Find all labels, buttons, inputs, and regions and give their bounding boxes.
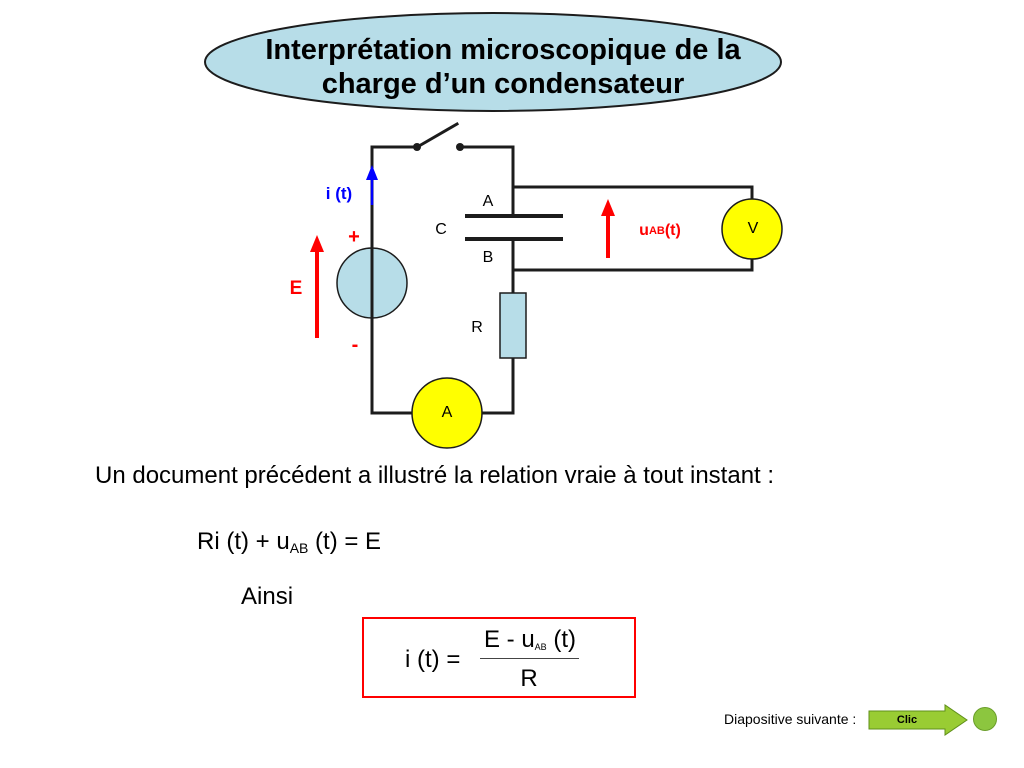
voltage-arrow-head bbox=[601, 199, 615, 216]
capacitor-label: C bbox=[435, 221, 447, 238]
switch-lever bbox=[416, 121, 460, 149]
title-line-2: charge d’un condensateur bbox=[321, 68, 685, 100]
voltage-label-suffix: (t) bbox=[664, 222, 681, 239]
result-box bbox=[362, 617, 636, 698]
voltmeter-wire-bottom bbox=[511, 257, 754, 272]
numerator-after: (t) bbox=[546, 626, 577, 653]
current-arrow bbox=[366, 165, 378, 205]
fraction-denominator: R bbox=[520, 665, 538, 692]
plate-a-label: A bbox=[482, 193, 494, 210]
green-circle-icon[interactable] bbox=[973, 707, 997, 731]
emf-label: E bbox=[289, 277, 303, 299]
generator-plus-sign: + bbox=[348, 226, 360, 248]
voltmeter-label: V bbox=[747, 220, 759, 237]
equation-before: Ri (t) + u bbox=[197, 528, 290, 555]
equation: Ri (t) + uAB (t) = E bbox=[197, 528, 381, 556]
result-lhs: i (t) = bbox=[405, 646, 461, 673]
emf-arrow-head bbox=[310, 235, 324, 252]
switch-contact-right bbox=[456, 143, 464, 151]
next-slide-label: Diapositive suivante : bbox=[724, 711, 857, 727]
numerator-subscript: AB bbox=[534, 642, 547, 652]
resistor bbox=[499, 292, 527, 359]
fraction-numerator: E - uAB (t) bbox=[472, 627, 588, 653]
nav-arrow-shape bbox=[868, 704, 968, 736]
equation-after: (t) = E bbox=[308, 528, 382, 555]
intro-text: Un document précédent a illustré la rela… bbox=[95, 462, 775, 489]
equation-subscript: AB bbox=[289, 540, 309, 556]
fraction-bar bbox=[480, 658, 579, 659]
numerator-before: E - u bbox=[483, 626, 535, 653]
title-line-1: Interprétation microscopique de la bbox=[265, 34, 741, 66]
voltage-arrow bbox=[601, 199, 615, 258]
resistor-label: R bbox=[471, 319, 483, 336]
voltage-label-base: u bbox=[639, 222, 649, 239]
voltmeter-wire-top bbox=[511, 185, 754, 201]
page-title: Interprétation microscopique de la charg… bbox=[203, 33, 803, 101]
current-arrow-head bbox=[366, 165, 378, 180]
right-arrow-icon bbox=[868, 704, 968, 736]
ammeter-label: A bbox=[441, 404, 453, 421]
emf-arrow bbox=[310, 235, 324, 338]
plate-b-label: B bbox=[482, 249, 494, 266]
ammeter-circle bbox=[411, 377, 483, 449]
current-label: i (t) bbox=[325, 183, 353, 203]
voltmeter-circle bbox=[721, 198, 783, 260]
generator-minus-sign: - bbox=[351, 334, 359, 356]
next-slide-button[interactable]: Clic bbox=[868, 704, 968, 736]
title-ellipse bbox=[204, 12, 782, 112]
next-slide-button-label: Clic bbox=[896, 713, 918, 726]
conclusion-word: Ainsi bbox=[241, 583, 294, 610]
